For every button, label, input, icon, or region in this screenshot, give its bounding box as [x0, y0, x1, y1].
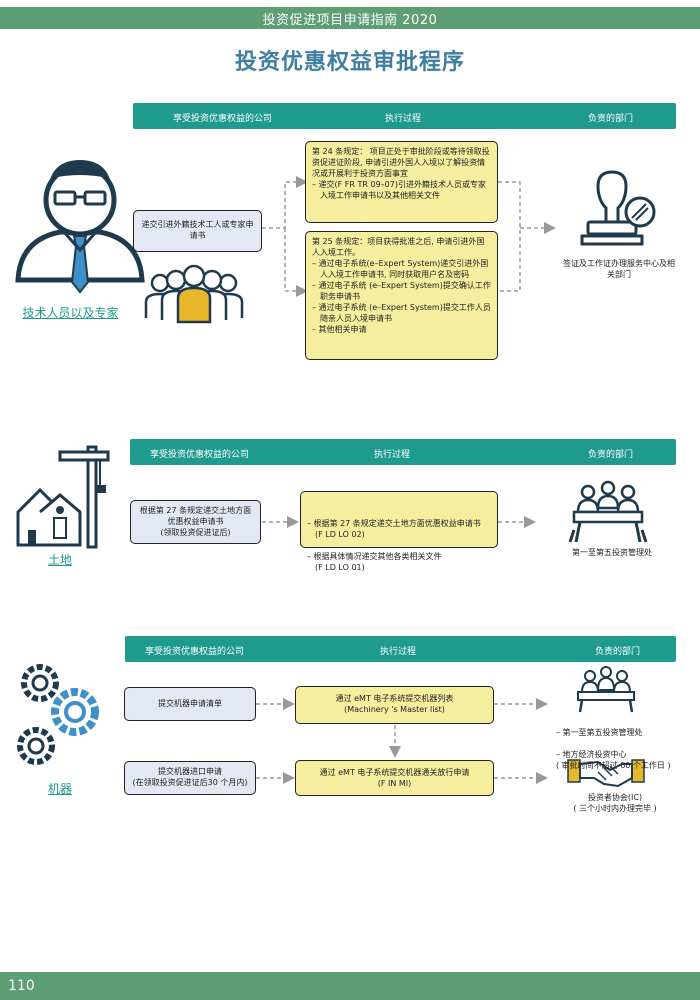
page-title: 投资优惠权益审批程序: [234, 50, 465, 75]
submit-machinery-list: 提交机器申请清单: [124, 687, 256, 721]
section3-header: 享受投资优惠权益的公司 执行过程 负责的部门: [125, 636, 676, 662]
section2-header: 享受投资优惠权益的公司 执行过程 负责的部门: [130, 439, 676, 465]
submit-machinery-import: 提交机器进口申请 (在领取投资促进证后30 个月内): [124, 761, 256, 795]
dept-investor-association: 投资者协会(IC) ( 三个小时内办理完毕 ): [573, 793, 657, 813]
submit-land-application: 根据第 27 条规定递交土地方面优惠权益申请书 (领取投资促进证后): [130, 500, 261, 544]
article24-item: 递交(F FR TR 09–07)引进外籍技术人员或专家入境工作申请书以及其他相…: [312, 179, 491, 201]
article25-item: 通过电子系统(e–Expert System)递交引进外国人入境工作申请书, 同…: [312, 258, 491, 280]
land-construction-icon: [16, 445, 110, 549]
dept-visa-center: 签证及工作证办理服务中心及相关部门: [563, 259, 675, 279]
workers-group-icon: [144, 264, 244, 324]
side-label-land[interactable]: 土地: [47, 553, 72, 567]
dept-machinery-list: – 第一至第五投资管理处 – 地方经济投资中心 ( 审批时间不超过 60 个工作…: [548, 716, 678, 782]
header-company: 享受投资优惠权益的公司: [150, 450, 250, 460]
header-company: 享受投资优惠权益的公司: [145, 647, 245, 657]
section1-header: 享受投资优惠权益的公司 执行过程 负责的部门: [133, 103, 676, 129]
meeting-small-icon: [577, 666, 635, 713]
article25-item: 其他相关申请: [312, 324, 491, 335]
article25-box: 第 25 条规定：项目获得批准之后, 申请引进外国人入境工作。 通过电子系统(e…: [305, 231, 498, 360]
top-header: 投资促进项目申请指南 2020: [0, 0, 700, 32]
land-process-item: 根据具体情况递交其他各类相关文件 (F LD LO 01): [307, 551, 491, 573]
article24-lead: 第 24 条规定： 项目正处于审批阶段或等待领取投资促进证阶段, 申请引进外国人…: [312, 147, 490, 178]
article25-lead: 第 25 条规定：项目获得批准之后, 申请引进外国人入境工作。: [312, 237, 485, 257]
dept-investment-office: 第一至第五投资管理处: [572, 548, 652, 557]
machinery-list-box: 通过 eMT 电子系统提交机器列表 (Machinery 's Master l…: [295, 686, 494, 724]
header-dept: 负责的部门: [595, 647, 641, 657]
article25-item: 通过电子系统 (e–Expert System)提交确认工作职务申请书: [312, 280, 491, 302]
stamp-icon: [580, 170, 656, 246]
submit-expert-application: 递交引进外籍技术工人或专家申请书: [133, 210, 262, 252]
footer-bar: [0, 972, 700, 1000]
header-process: 执行过程: [374, 450, 411, 460]
gears-icon: [17, 664, 99, 765]
header-dept: 负责的部门: [588, 114, 634, 124]
meeting-icon: [568, 480, 648, 543]
header-dept: 负责的部门: [588, 450, 634, 460]
land-process-item: 根据第 27 条规定递交土地方面优惠权益申请书 (F LD LO 02): [307, 518, 491, 540]
expert-icon: [15, 160, 145, 294]
side-label-experts[interactable]: 技术人员以及专家: [22, 306, 119, 320]
header-process: 执行过程: [380, 647, 417, 657]
dept-item: – 第一至第五投资管理处: [556, 728, 643, 737]
machinery-clearance-box: 通过 eMT 电子系统提交机器通关放行申请 (F IN MI): [295, 760, 494, 796]
header-process: 执行过程: [385, 114, 422, 124]
page-number: 110: [8, 978, 35, 994]
dept-item: – 地方经济投资中心 ( 审批时间不超过 60 个工作日 ): [556, 750, 671, 770]
land-process-box: 根据第 27 条规定递交土地方面优惠权益申请书 (F LD LO 02) 根据具…: [300, 491, 498, 572]
side-label-machinery[interactable]: 机器: [47, 782, 72, 796]
top-header-band: 投资促进项目申请指南 2020: [0, 7, 700, 29]
header-company: 享受投资优惠权益的公司: [173, 114, 273, 124]
article24-box: 第 24 条规定： 项目正处于审批阶段或等待领取投资促进证阶段, 申请引进外国人…: [305, 141, 498, 223]
guide-title: 投资促进项目申请指南 2020: [262, 13, 438, 28]
article25-item: 通过电子系统 (e–Expert System)提交工作人员随亲人员入境申请书: [312, 302, 491, 324]
